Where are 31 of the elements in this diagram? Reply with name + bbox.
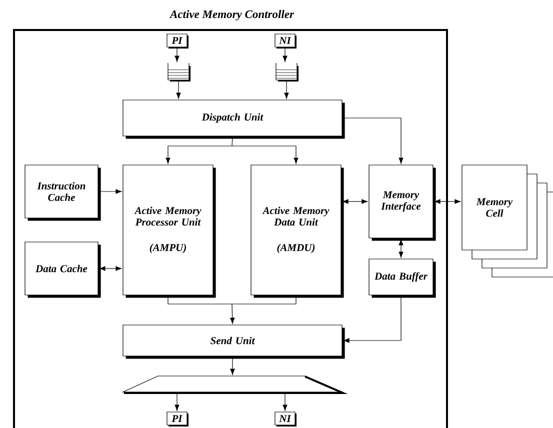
arrow [174,47,180,62]
arrow [343,295,402,343]
arrow [398,239,404,258]
cache-box: Instruction Cache [24,164,101,221]
port-box: NI [274,34,296,48]
unit-box: Dispatch Unit [122,100,345,139]
arrow [284,80,289,99]
arrow [166,136,298,164]
unit-box: Active Memory Data Unit (AMDU) [250,164,344,298]
arrow [176,80,181,99]
arrow [342,199,368,204]
arrow [434,199,461,204]
cache-box: Data Cache [24,242,101,298]
arrow [99,266,122,271]
arrow [282,47,288,62]
interface-box: Memory Interface [368,164,436,241]
arrow [230,356,235,375]
arrow [342,118,404,164]
port-box: PI [166,412,188,426]
unit-box: Send Unit [122,324,345,359]
arrow [282,392,288,411]
port-box: NI [274,412,296,426]
memory-cell-stack: Memory Cell [462,164,553,278]
buffer-box: Data Buffer [368,258,436,298]
port-box: PI [166,34,188,48]
arrow [174,392,180,411]
unit-box: Active Memory Processor Unit (AMPU) [122,164,216,298]
queue-icon [276,62,298,82]
arrow [98,189,122,194]
queue-icon [168,62,190,82]
arrow [168,295,296,324]
